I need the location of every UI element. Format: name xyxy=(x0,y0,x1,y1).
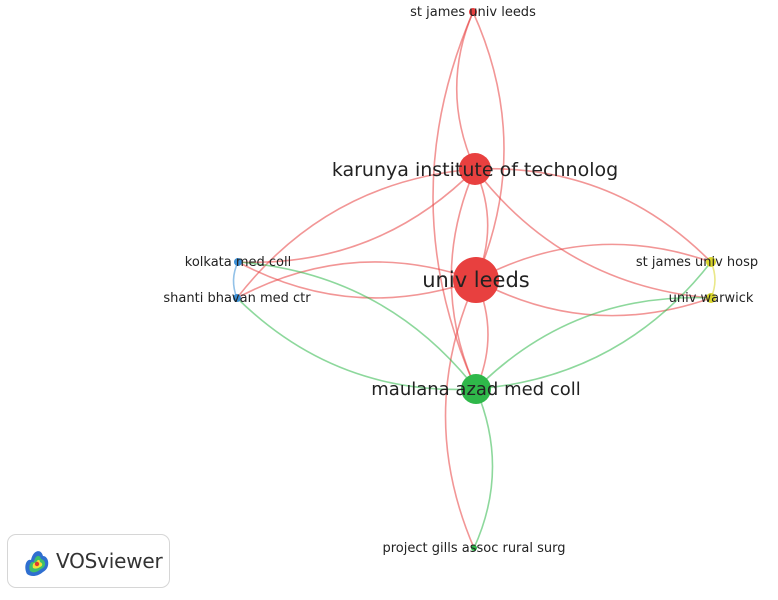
network-link xyxy=(475,261,712,390)
vosviewer-brand-badge: VOSviewer xyxy=(7,534,170,588)
network-link xyxy=(472,11,505,281)
network-link xyxy=(236,261,477,299)
network-node-label-karunya: karunya institute of technolog xyxy=(332,159,618,181)
network-link xyxy=(432,11,477,390)
network-node-label-gills: project gills assoc rural surg xyxy=(382,541,565,556)
network-link xyxy=(473,388,494,549)
network-node-label-stjames_leeds: st james univ leeds xyxy=(410,5,536,20)
network-link xyxy=(237,261,477,299)
vosviewer-brand-name: VOSviewer xyxy=(56,549,163,573)
network-link xyxy=(237,168,476,264)
vosviewer-density-logo-icon xyxy=(25,551,49,577)
network-link xyxy=(475,296,712,390)
network-node-label-warwick: univ warwick xyxy=(669,291,754,306)
network-node-leeds[interactable] xyxy=(453,257,499,303)
network-node-stjames_hosp[interactable] xyxy=(706,257,716,267)
network-node-label-stjames_hosp: st james univ hosp xyxy=(636,255,758,270)
network-node-label-kolkata: kolkata med coll xyxy=(185,255,291,270)
network-node-gills[interactable] xyxy=(471,545,477,551)
network-node-label-maulana: maulana azad med coll xyxy=(371,379,581,400)
network-link xyxy=(236,297,477,391)
network-link xyxy=(474,167,712,263)
network-link xyxy=(455,11,476,170)
network-link xyxy=(236,168,476,299)
network-node-kolkata[interactable] xyxy=(234,258,242,266)
network-node-shanti[interactable] xyxy=(233,294,241,302)
network-node-label-shanti: shanti bhavan med ctr xyxy=(163,291,311,306)
network-link xyxy=(475,243,712,281)
network-node-karunya[interactable] xyxy=(459,153,491,185)
network-link xyxy=(474,168,712,299)
network-node-label-leeds: univ leeds xyxy=(422,268,530,292)
network-link xyxy=(237,261,477,390)
network-node-stjames_leeds[interactable] xyxy=(469,8,477,16)
network-link xyxy=(444,279,477,549)
network-node-warwick[interactable] xyxy=(706,293,716,303)
network-labels: karunya institute of technolog univ leeds… xyxy=(163,5,758,556)
network-node-maulana[interactable] xyxy=(461,374,491,404)
network-nodes xyxy=(233,8,716,551)
network-link xyxy=(450,168,477,390)
